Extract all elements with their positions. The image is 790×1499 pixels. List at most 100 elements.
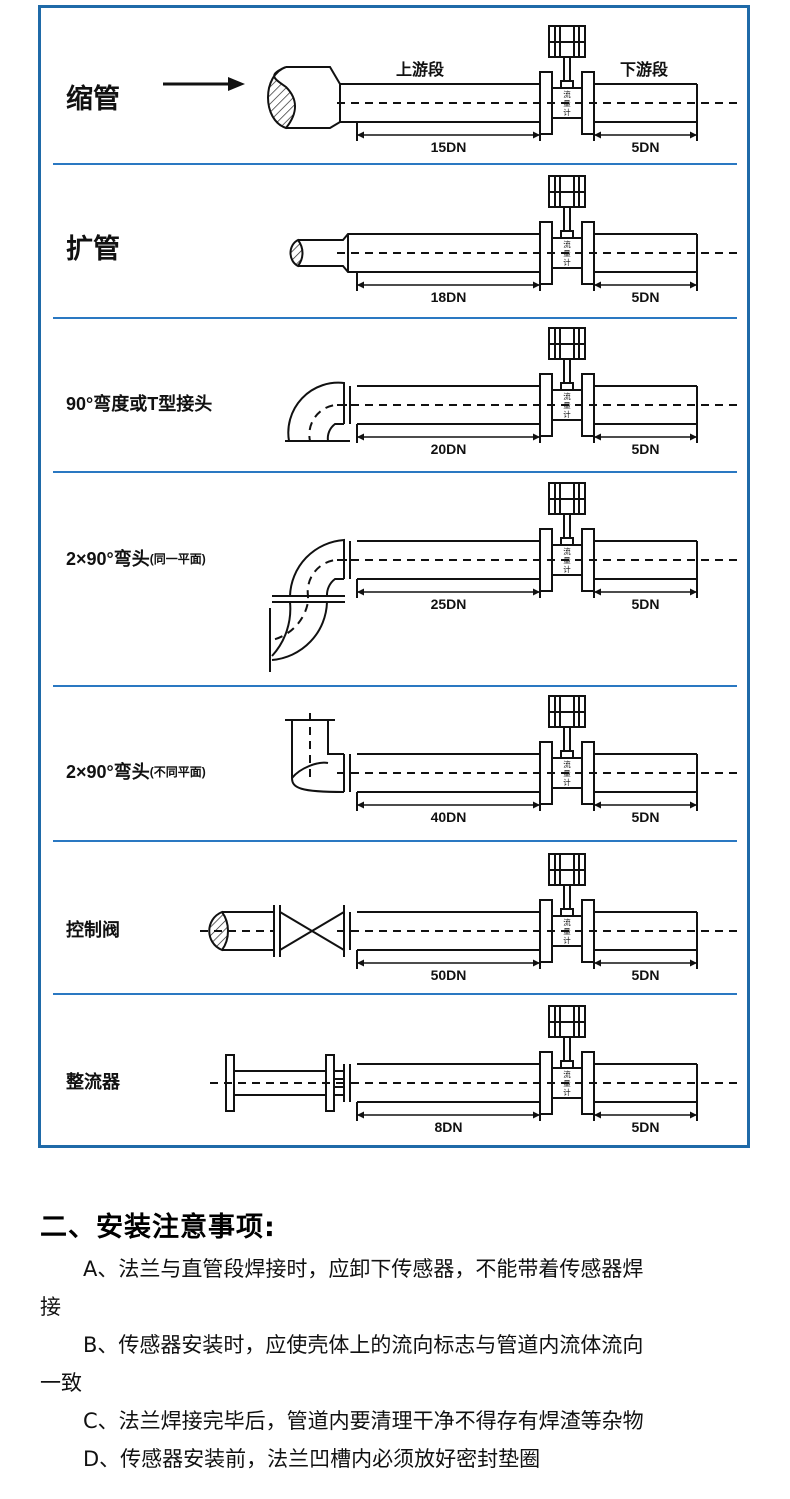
notes-heading: 二、安装注意事项: (40, 1212, 276, 1243)
downstream-length-label: 5DN (631, 809, 659, 825)
note-b-line2: 一致 (40, 1371, 82, 1395)
dimension-arrowhead (533, 959, 540, 967)
flowmeter-label: 流 (563, 917, 571, 927)
flow-arrow-head (228, 77, 245, 91)
note-a-line1: A、法兰与直管段焊接时，应卸下传感器，不能带着传感器焊 (83, 1257, 644, 1281)
row-title-suffix: (同一平面) (150, 552, 206, 566)
row-title: 2×90°弯头(不同平面) (66, 761, 206, 782)
downstream-length-label: 5DN (631, 441, 659, 457)
row-title: 2×90°弯头(同一平面) (66, 548, 206, 569)
elbow-centerline (271, 559, 347, 641)
note-b: B、传感器安装时，应使壳体上的流向标志与管道内流体流向一致 (40, 1326, 755, 1402)
diagram-row-control-valve: 控制阀流量计50DN5DN (53, 853, 738, 995)
flowmeter-label: 计 (563, 107, 571, 117)
flowmeter-label: 流 (563, 391, 571, 401)
meter-neck (560, 382, 574, 391)
note-c: C、法兰焊接完毕后，管道内要清理干净不得存有焊渣等杂物 (40, 1402, 755, 1440)
dimension-arrowhead (357, 588, 364, 596)
dimension-arrowhead (533, 281, 540, 289)
dimension-arrowhead (594, 1111, 601, 1119)
note-b-line1: B、传感器安装时，应使壳体上的流向标志与管道内流体流向 (83, 1333, 644, 1357)
dimension-arrowhead (357, 433, 364, 441)
dimension-arrowhead (357, 801, 364, 809)
installation-notes: 二、安装注意事项: A、法兰与直管段焊接时，应卸下传感器，不能带着传感器焊接 B… (40, 1205, 755, 1478)
elbow-bottom (291, 777, 345, 793)
meter-neck (560, 537, 574, 546)
downstream-length-label: 5DN (631, 289, 659, 305)
elbow-outer (287, 381, 345, 442)
flowmeter-label: 流 (563, 546, 571, 556)
dimension-arrowhead (690, 281, 697, 289)
upstream-length-label: 8DN (434, 1119, 462, 1135)
note-d-line1: D、传感器安装前，法兰凹槽内必须放好密封垫圈 (83, 1447, 541, 1471)
dimension-arrowhead (594, 433, 601, 441)
dimension-arrowhead (533, 1111, 540, 1119)
small-pipe-bottom (298, 265, 357, 273)
elbow-centerline (308, 404, 347, 442)
dimension-arrowhead (690, 959, 697, 967)
note-c-line1: C、法兰焊接完毕后，管道内要清理干净不得存有焊渣等杂物 (83, 1409, 644, 1433)
meter-neck (560, 1060, 574, 1069)
meter-neck (560, 750, 574, 759)
row-title: 控制阀 (66, 919, 120, 940)
large-pipe-bottom (286, 121, 357, 129)
upstream-length-label: 50DN (431, 967, 467, 983)
downstream-length-label: 5DN (631, 1119, 659, 1135)
upstream-length-label: 20DN (431, 441, 467, 457)
upstream-section-label: 上游段 (396, 60, 445, 79)
dimension-arrowhead (690, 801, 697, 809)
dimension-arrowhead (594, 801, 601, 809)
flowmeter-label: 计 (563, 935, 571, 945)
flowmeter-label: 流 (563, 89, 571, 99)
dimension-arrowhead (594, 131, 601, 139)
pipe-section-hatch (267, 66, 296, 130)
meter-neck (560, 80, 574, 89)
diagram-row-double-elbow-diff: 2×90°弯头(不同平面)流量计40DN5DN (53, 695, 738, 842)
second-elbow-inner (271, 601, 328, 661)
downstream-section-label: 下游段 (620, 60, 669, 79)
note-a: A、法兰与直管段焊接时，应卸下传感器，不能带着传感器焊接 (40, 1250, 755, 1326)
dimension-arrowhead (533, 433, 540, 441)
flowmeter-label: 计 (563, 564, 571, 574)
riser-turn (327, 748, 344, 755)
dimension-arrowhead (690, 1111, 697, 1119)
meter-neck (560, 908, 574, 917)
flowmeter-label: 流 (563, 759, 571, 769)
row-title: 扩管 (66, 234, 120, 264)
pipe-section-hatch (289, 238, 304, 268)
downstream-length-label: 5DN (631, 139, 659, 155)
dimension-arrowhead (594, 959, 601, 967)
diagram-row-reducer: 缩管流量计15DN5DN上游段下游段 (53, 25, 738, 165)
inlet-pipe (222, 911, 274, 951)
diagram-row-expander: 扩管流量计18DN5DN (53, 175, 738, 319)
dimension-arrowhead (357, 281, 364, 289)
diagram-row-double-elbow-same: 2×90°弯头(同一平面)流量计25DN5DN (53, 482, 738, 687)
note-d: D、传感器安装前，法兰凹槽内必须放好密封垫圈 (40, 1440, 755, 1478)
downstream-length-label: 5DN (631, 596, 659, 612)
dimension-arrowhead (533, 588, 540, 596)
elbow-inner (326, 423, 344, 442)
flowmeter-label: 计 (563, 257, 571, 267)
dimension-arrowhead (690, 433, 697, 441)
elbow-seam (291, 761, 329, 779)
flowmeter-label: 计 (563, 409, 571, 419)
dimension-arrowhead (533, 801, 540, 809)
row-title-suffix: (不同平面) (150, 765, 206, 779)
dimension-arrowhead (594, 281, 601, 289)
dimension-arrowhead (533, 131, 540, 139)
small-pipe-top (298, 233, 357, 241)
dimension-arrowhead (357, 1111, 364, 1119)
row-title: 90°弯度或T型接头 (66, 393, 212, 414)
upstream-length-label: 40DN (431, 809, 467, 825)
second-elbow-outer (271, 601, 292, 657)
elbow-inner (325, 578, 344, 597)
upstream-length-label: 18DN (431, 289, 467, 305)
large-pipe-top (286, 66, 357, 85)
elbow-outer (289, 538, 345, 597)
flowmeter-label: 流 (563, 239, 571, 249)
diagram-row-elbow-90: 90°弯度或T型接头流量计20DN5DN (53, 327, 738, 473)
valve-body (279, 911, 345, 951)
dimension-arrowhead (357, 959, 364, 967)
dimension-arrowhead (690, 588, 697, 596)
diagram-row-flow-straightener: 整流器流量计8DN5DN (65, 1005, 738, 1135)
